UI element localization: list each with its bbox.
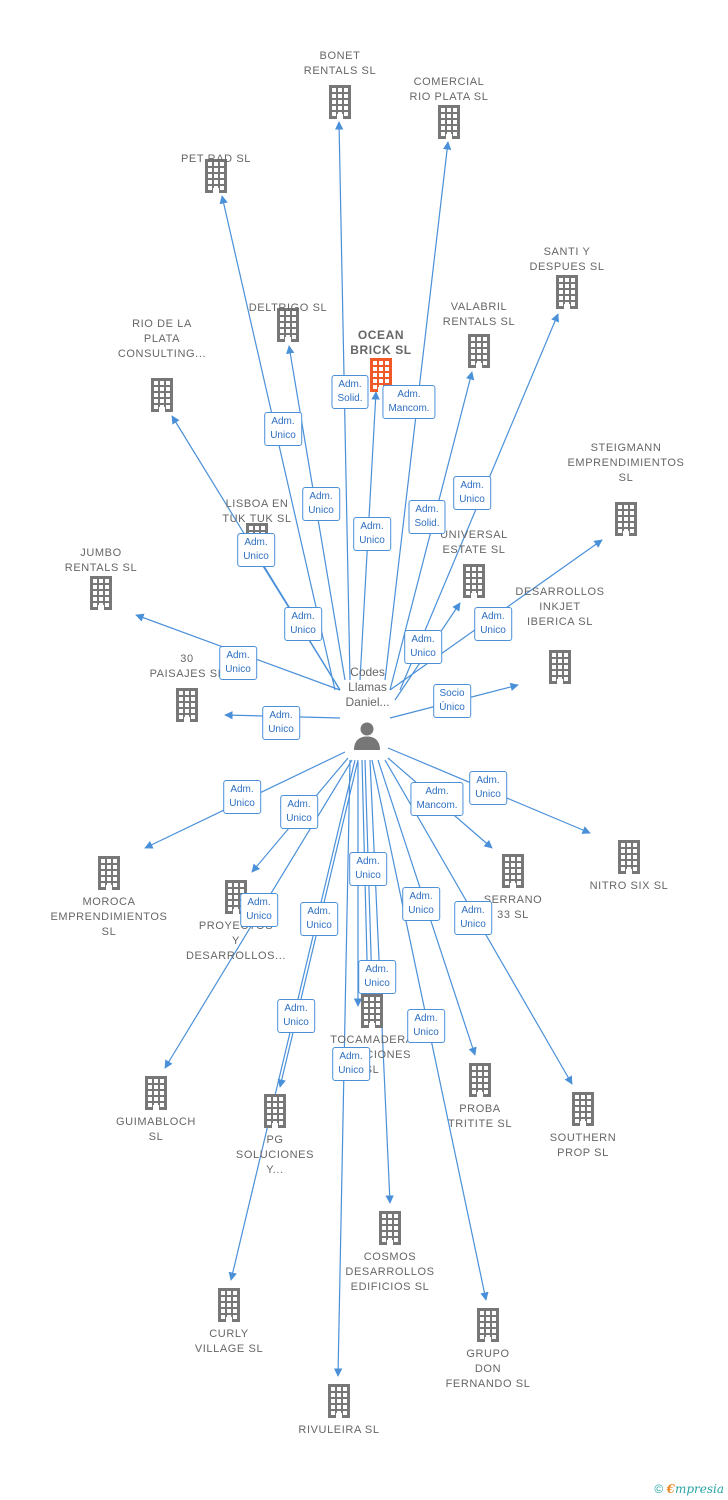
company-label[interactable]: JUMBO RENTALS SL xyxy=(64,547,138,574)
building-icon xyxy=(264,1094,286,1128)
company-label[interactable]: SANTI Y DESPUES SL xyxy=(529,246,605,273)
relation-badge[interactable]: Adm. Unico xyxy=(474,607,512,641)
relation-badge[interactable]: Adm. Unico xyxy=(264,412,302,446)
building-icon xyxy=(90,576,112,610)
relation-badge[interactable]: Adm. Unico xyxy=(349,852,387,886)
building-icon xyxy=(469,1063,491,1097)
company-label[interactable]: RIO DE LA PLATA CONSULTING... xyxy=(117,318,207,360)
center-person-name[interactable]: Codes Llamas Daniel... xyxy=(345,665,390,709)
building-icon xyxy=(145,1076,167,1110)
relation-badge[interactable]: Adm. Unico xyxy=(453,476,491,510)
copyright-symbol: © xyxy=(654,1482,664,1496)
building-icon xyxy=(328,1384,350,1418)
building-icon xyxy=(556,275,578,309)
relation-badge[interactable]: Adm. Solid. xyxy=(408,500,446,534)
company-label[interactable]: OCEAN BRICK SL xyxy=(350,328,412,357)
relation-badge[interactable]: Adm. Mancom. xyxy=(410,782,464,816)
building-icon xyxy=(361,994,383,1028)
relation-badge[interactable]: Adm. Unico xyxy=(284,607,322,641)
relation-badge[interactable]: Adm. Unico xyxy=(358,960,396,994)
company-label[interactable]: SOUTHERN PROP SL xyxy=(549,1132,617,1159)
company-label[interactable]: SERRANO 33 SL xyxy=(483,894,543,921)
company-label[interactable]: COSMOS DESARROLLOS EDIFICIOS SL xyxy=(345,1251,435,1293)
relation-badge[interactable]: Adm. Unico xyxy=(280,795,318,829)
company-label[interactable]: DESARROLLOS INKJET IBERICA SL xyxy=(515,586,605,628)
company-label[interactable]: PET RAD SL xyxy=(181,153,251,165)
building-icon xyxy=(502,854,524,888)
relation-badge[interactable]: Adm. Unico xyxy=(402,887,440,921)
relation-badge[interactable]: Adm. Solid. xyxy=(331,375,369,409)
brand-logo: €mpresia xyxy=(666,1482,724,1496)
relation-badge[interactable]: Adm. Unico xyxy=(353,517,391,551)
building-icon xyxy=(618,840,640,874)
company-label[interactable]: MOROCA EMPRENDIMIENTOS SL xyxy=(50,896,168,938)
relation-badge[interactable]: Adm. Unico xyxy=(237,533,275,567)
building-icon xyxy=(329,85,351,119)
building-icon xyxy=(379,1211,401,1245)
relation-badge[interactable]: Adm. Unico xyxy=(240,893,278,927)
relation-badge[interactable]: Adm. Unico xyxy=(300,902,338,936)
building-icon xyxy=(370,358,392,392)
relation-badge[interactable]: Adm. Unico xyxy=(332,1047,370,1081)
building-icon xyxy=(572,1092,594,1126)
building-icon xyxy=(218,1288,240,1322)
relation-badge[interactable]: Adm. Unico xyxy=(404,630,442,664)
relation-badge[interactable]: Socio Único xyxy=(433,684,471,718)
building-icon xyxy=(463,564,485,598)
company-label[interactable]: GUIMABLOCH SL xyxy=(116,1116,196,1143)
company-label[interactable]: NITRO SIX SL xyxy=(589,880,669,892)
relation-badge[interactable]: Adm. Unico xyxy=(219,646,257,680)
company-label[interactable]: CURLY VILLAGE SL xyxy=(194,1328,264,1355)
company-label[interactable]: RIVULEIRA SL xyxy=(298,1424,380,1436)
building-icon xyxy=(176,688,198,722)
building-icon xyxy=(151,378,173,412)
building-icon xyxy=(477,1308,499,1342)
building-icon xyxy=(205,159,227,193)
company-label[interactable]: LISBOA EN TUK TUK SL xyxy=(222,498,292,525)
person-icon[interactable] xyxy=(352,720,382,750)
building-icon xyxy=(277,308,299,342)
relation-badge[interactable]: Adm. Mancom. xyxy=(382,385,436,419)
company-label[interactable]: BONET RENTALS SL xyxy=(303,50,377,77)
company-label[interactable]: UNIVERSAL ESTATE SL xyxy=(440,529,508,556)
company-label[interactable]: VALABRIL RENTALS SL xyxy=(442,301,516,328)
company-label[interactable]: STEIGMANN EMPRENDIMIENTOS SL xyxy=(567,442,685,484)
relation-badge[interactable]: Adm. Unico xyxy=(469,771,507,805)
building-icon xyxy=(468,334,490,368)
relation-badge[interactable]: Adm. Unico xyxy=(407,1009,445,1043)
relation-badge[interactable]: Adm. Unico xyxy=(223,780,261,814)
relation-badge[interactable]: Adm. Unico xyxy=(454,901,492,935)
company-label[interactable]: PROYECTOS Y DESARROLLOS... xyxy=(185,920,287,962)
footer-brand: © €mpresia xyxy=(654,1482,724,1496)
relation-badge[interactable]: Adm. Unico xyxy=(302,487,340,521)
company-label[interactable]: COMERCIAL RIO PLATA SL xyxy=(409,76,489,103)
building-icon xyxy=(98,856,120,890)
company-label[interactable]: GRUPO DON FERNANDO SL xyxy=(445,1348,531,1390)
relation-badge[interactable]: Adm. Unico xyxy=(277,999,315,1033)
building-icon xyxy=(438,105,460,139)
relation-badge[interactable]: Adm. Unico xyxy=(262,706,300,740)
company-label[interactable]: PROBA TRITITE SL xyxy=(447,1103,513,1130)
company-label[interactable]: DELTRIGO SL xyxy=(248,302,328,314)
company-label[interactable]: PG SOLUCIONES Y... xyxy=(235,1134,315,1176)
building-icon xyxy=(549,650,571,684)
building-icon xyxy=(615,502,637,536)
